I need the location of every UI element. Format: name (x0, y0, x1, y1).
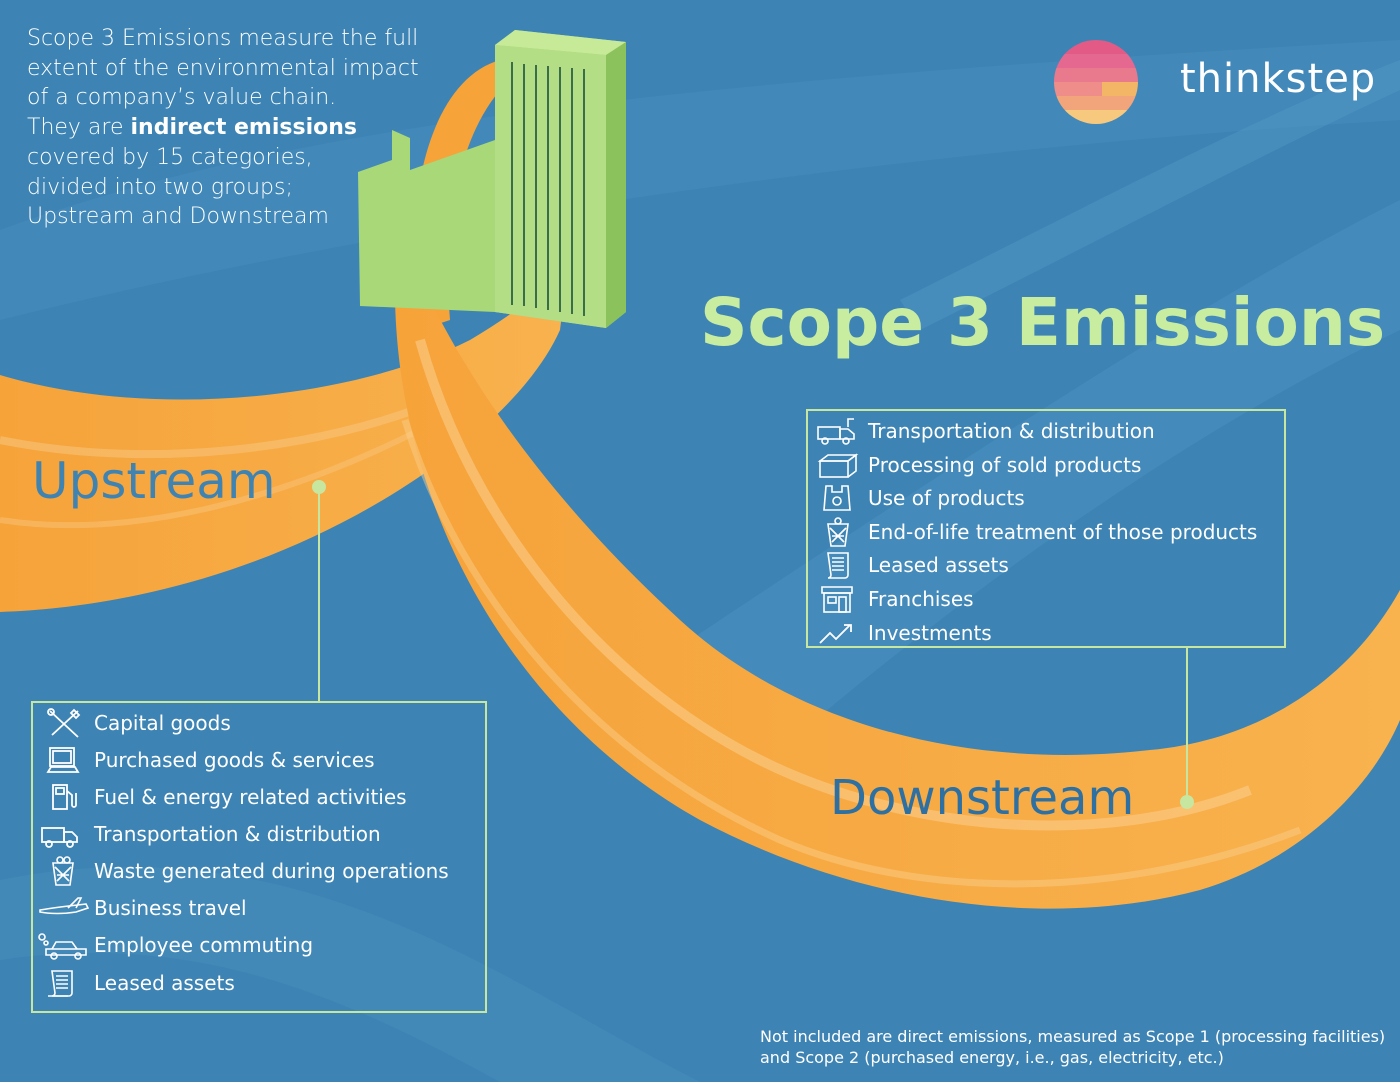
truck-icon (816, 415, 860, 447)
list-item: Employee commuting (36, 929, 313, 961)
intro-text: Scope 3 Emissions measure the full exten… (27, 24, 447, 232)
list-item-label: Use of products (868, 486, 1025, 510)
page-title: Scope 3 Emissions (700, 284, 1386, 361)
list-item-label: Transportation & distribution (868, 419, 1155, 443)
footnote: Not included are direct emissions, measu… (760, 1026, 1390, 1068)
intro-line: covered by 15 categories, (27, 144, 313, 170)
list-item-label: Processing of sold products (868, 453, 1142, 477)
upstream-categories-box (31, 701, 487, 1013)
list-item-label: Waste generated during operations (94, 859, 449, 883)
waste-bin-icon (816, 516, 860, 548)
list-item: Fuel & energy related activities (44, 781, 407, 813)
downstream-connector-line (1186, 648, 1188, 796)
list-item: Transportation & distribution (816, 415, 1155, 447)
list-item-label: Investments (868, 621, 992, 645)
factory-building-illustration (358, 30, 626, 328)
list-item: Capital goods (44, 707, 231, 739)
fuel-pump-icon (44, 781, 84, 813)
list-item: Purchased goods & services (44, 744, 375, 776)
list-item: Leased assets (816, 549, 1009, 581)
waste-bin-icon (44, 855, 84, 887)
downstream-label: Downstream (830, 770, 1135, 826)
brand-name: thinkstep (1180, 56, 1377, 102)
list-item-label: Leased assets (94, 971, 235, 995)
list-item-label: Business travel (94, 896, 247, 920)
intro-line: Upstream and Downstream (27, 204, 329, 230)
intro-line: extent of the environmental impact (27, 55, 419, 81)
document-icon (44, 967, 84, 999)
box-icon (816, 449, 860, 481)
list-item: Transportation & distribution (40, 818, 381, 850)
document-icon (816, 549, 860, 581)
airplane-icon (38, 892, 90, 924)
list-item-label: Franchises (868, 587, 974, 611)
intro-line: divided into two groups; (27, 174, 293, 200)
intro-emphasis: indirect emissions (130, 115, 357, 141)
list-item: End-of-life treatment of those products (816, 516, 1257, 548)
car-icon (36, 929, 90, 961)
intro-text-segment: They are (27, 115, 131, 141)
list-item: Business travel (38, 892, 247, 924)
list-item-label: Capital goods (94, 711, 231, 735)
list-item: Leased assets (44, 967, 235, 999)
truck-icon (40, 818, 80, 850)
downstream-categories-box (806, 409, 1286, 648)
trend-up-icon (816, 617, 860, 649)
intro-line: They are indirect emissions (27, 113, 447, 143)
footnote-line: and Scope 2 (purchased energy, i.e., gas… (760, 1048, 1224, 1067)
upstream-label: Upstream (32, 452, 276, 510)
list-item-label: Transportation & distribution (94, 822, 381, 846)
intro-line: Scope 3 Emissions measure the full (27, 26, 419, 51)
tools-icon (44, 707, 84, 739)
storefront-icon (816, 583, 860, 615)
intro-line: of a company’s value chain. (27, 85, 337, 111)
list-item: Investments (816, 617, 992, 649)
thinkstep-logo-icon (1054, 40, 1138, 124)
list-item-label: Leased assets (868, 553, 1009, 577)
downstream-connector-dot (1180, 795, 1194, 809)
upstream-connector-line (318, 492, 320, 702)
computer-icon (44, 744, 84, 776)
list-item-label: Employee commuting (94, 933, 314, 957)
list-item: Franchises (816, 583, 974, 615)
list-item: Waste generated during operations (44, 855, 449, 887)
list-item: Processing of sold products (816, 449, 1141, 481)
list-item: Use of products (816, 482, 1025, 514)
list-item-label: Purchased goods & services (94, 748, 375, 772)
list-item-label: End-of-life treatment of those products (868, 520, 1258, 544)
bag-icon (816, 482, 860, 514)
list-item-label: Fuel & energy related activities (94, 785, 407, 809)
footnote-line: Not included are direct emissions, measu… (760, 1027, 1386, 1046)
upstream-connector-dot (312, 480, 326, 494)
